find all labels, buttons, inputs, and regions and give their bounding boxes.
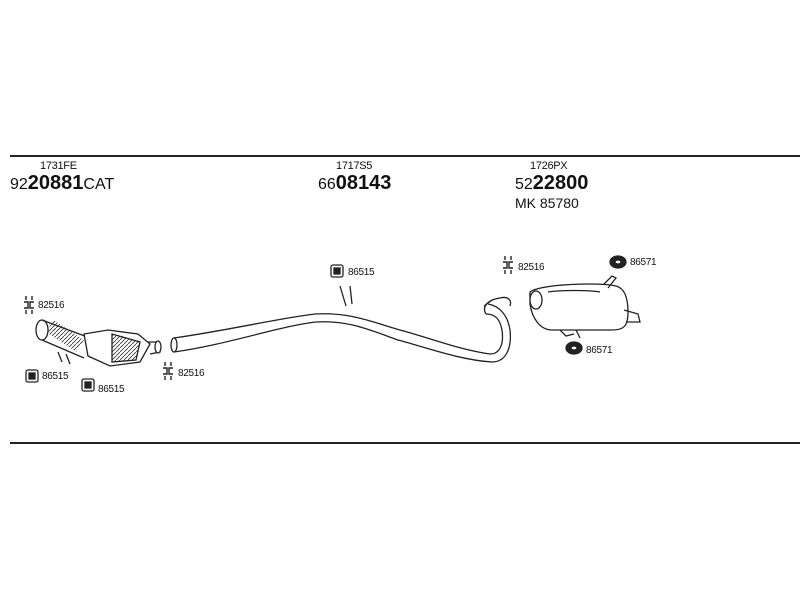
catalytic-converter-label: 1731FE 9220881CAT [10,160,114,195]
clamp-icon-82516-a [24,296,34,314]
rear-part-number: 5222800 [515,172,589,194]
callout-86515-mid: 86515 [348,267,375,278]
callout-82516-mid: 82516 [178,368,205,379]
callout-82516-rear: 82516 [518,262,545,273]
callout-86571-top: 86571 [630,257,657,268]
bottom-divider [10,442,800,444]
middle-code: 1717S5 [336,160,373,172]
rubber-ring-icon-86571-b [565,341,583,355]
rubber-mount-icon-86515-a [25,369,39,383]
rubber-ring-icon-86571-a [609,255,627,269]
clamp-icon-82516-c [503,256,513,274]
rear-kit-number: MK 85780 [515,195,579,211]
middle-part-number: 6608143 [318,172,392,194]
rubber-mount-icon-86515-c [330,264,344,278]
rear-silencer-drawing [529,275,641,339]
clamp-icon-82516-b [163,362,173,380]
callout-86515-front-a: 86515 [42,371,69,382]
middle-pipe-drawing [170,285,512,363]
rear-silencer-label: 1726PX 5222800 MK 85780 [515,160,588,211]
middle-pipe-label: 1717S5 6608143 [318,160,391,195]
catalytic-code: 1731FE [40,160,77,172]
top-divider [10,155,800,157]
rubber-mount-icon-86515-b [81,378,95,392]
callout-86515-front-b: 86515 [98,384,125,395]
catalytic-part-number: 9220881CAT [10,172,115,194]
catalytic-converter-drawing [35,319,162,367]
rear-code: 1726PX [530,160,568,172]
callout-82516-front: 82516 [38,300,65,311]
callout-86571-bottom: 86571 [586,345,613,356]
